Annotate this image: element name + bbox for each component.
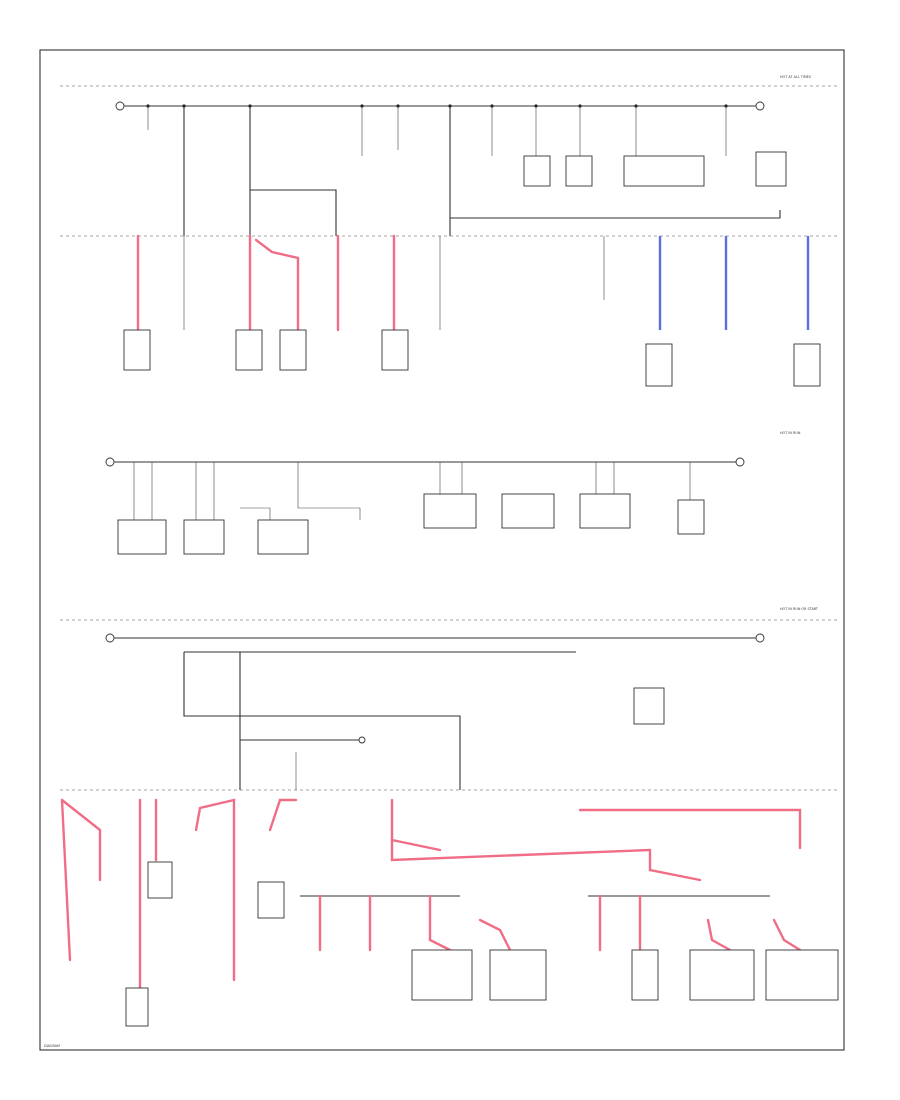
section-3 — [105, 457, 745, 555]
section-5 — [60, 798, 839, 1027]
diagram-frame — [39, 49, 845, 1051]
section-2 — [123, 234, 821, 387]
frame-label: DIAGRAM — [44, 1044, 60, 1048]
section-1 — [115, 101, 787, 236]
bus-header-1: HOT AT ALL TIMES — [780, 75, 811, 79]
section-4 — [105, 633, 765, 790]
bus-header-2: HOT IN RUN — [780, 431, 801, 435]
bus-header-3: HOT IN RUN OR START — [780, 607, 819, 611]
